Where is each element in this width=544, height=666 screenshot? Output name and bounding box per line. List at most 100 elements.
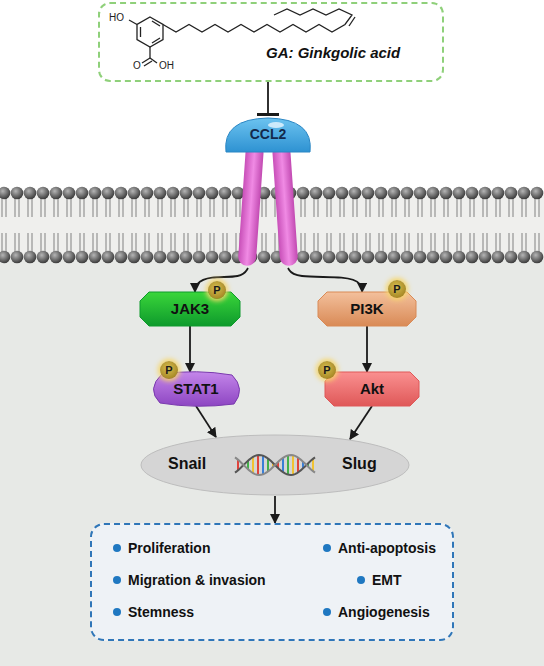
- lipid-head: [50, 251, 63, 264]
- node-label: GA: Ginkgolic acid: [266, 44, 400, 62]
- lipid-head: [414, 251, 427, 264]
- lipid-head: [115, 187, 128, 200]
- node-label: Akt: [360, 380, 384, 398]
- phospho-mark: P: [208, 281, 226, 299]
- compound-box: GA: Ginkgolic acid: [98, 2, 444, 82]
- signal-arrow: [350, 406, 372, 439]
- lipid-head: [531, 251, 544, 264]
- lipid-head: [63, 187, 76, 200]
- node-label: STAT1: [173, 380, 218, 398]
- signal-arrow: [274, 496, 276, 523]
- node-label: Snail: [168, 455, 206, 473]
- signal-arrow: [288, 268, 362, 292]
- lipid-head: [466, 187, 479, 200]
- phospho-mark: P: [160, 361, 178, 379]
- receptor-helix: [272, 143, 298, 266]
- lipid-head: [440, 251, 453, 264]
- text-slot: Anti-apoptosis: [338, 539, 436, 557]
- lipid-head: [89, 251, 102, 264]
- lipid-head: [388, 187, 401, 200]
- lipid-head: [0, 251, 10, 264]
- lipid-head: [375, 187, 388, 200]
- dna-rung: [267, 459, 269, 472]
- lipid-head: [193, 187, 206, 200]
- lipid-head: [336, 251, 349, 264]
- lipid-head: [258, 251, 271, 264]
- lipid-head: [349, 187, 362, 200]
- lipid-head: [128, 251, 141, 264]
- outcome-item: Migration & invasion: [128, 571, 266, 589]
- outcome-item: Stemness: [128, 603, 194, 621]
- lipid-head: [141, 187, 154, 200]
- lipid-head: [180, 187, 193, 200]
- dna-rung: [252, 457, 254, 473]
- lipid-head: [154, 251, 167, 264]
- dna-rung: [297, 458, 299, 473]
- receptor-shape: CCL2: [222, 116, 314, 268]
- text-slot: Stemness: [128, 603, 194, 621]
- lipid-head: [414, 187, 427, 200]
- protein-shape: [325, 372, 419, 406]
- lipid-bilayer: [0, 187, 543, 264]
- lipid-head: [323, 187, 336, 200]
- phospho-mark: P: [318, 361, 336, 379]
- outcome-box: ProliferationAnti-apoptosisMigration & i…: [90, 523, 454, 641]
- dna-strand: [235, 455, 315, 475]
- outcome-item: Anti-apoptosis: [338, 539, 436, 557]
- lipid-head: [401, 251, 414, 264]
- lipid-head: [11, 251, 24, 264]
- dna-rung: [262, 456, 264, 475]
- signal-arrow: [196, 406, 216, 437]
- receptor-helix: [238, 143, 264, 266]
- ligand-cap: [226, 118, 311, 152]
- text-slot: GA: Ginkgolic acid: [266, 44, 400, 62]
- nucleus-ellipse: [141, 435, 409, 495]
- atom-label: O: [133, 60, 141, 72]
- node-label: Slug: [342, 455, 377, 473]
- outcome-item: EMT: [372, 571, 402, 589]
- protein-shape: [140, 292, 240, 326]
- lipid-head: [531, 187, 544, 200]
- lipid-head: [375, 251, 388, 264]
- lipid-head: [440, 187, 453, 200]
- lipid-head: [89, 187, 102, 200]
- lipid-head: [453, 187, 466, 200]
- lipid-head: [37, 187, 50, 200]
- lipid-head: [349, 251, 362, 264]
- text-slot: Migration & invasion: [128, 571, 266, 589]
- lipid-head: [206, 251, 219, 264]
- lipid-head: [401, 187, 414, 200]
- lipid-head: [297, 187, 310, 200]
- lipid-head: [518, 187, 531, 200]
- kinase-octagon: JAK3: [140, 292, 240, 326]
- kinase-octagon: Akt: [325, 372, 419, 406]
- lipid-head: [24, 251, 37, 264]
- lipid-head: [102, 187, 115, 200]
- dna-rung: [282, 458, 284, 472]
- node-label: JAK3: [171, 300, 209, 318]
- node-label: PI3K: [350, 300, 383, 318]
- signal-arrow: [189, 326, 191, 372]
- atom-label: OH: [159, 60, 174, 72]
- dna-rung: [287, 455, 289, 474]
- dna-strand: [235, 455, 315, 475]
- nucleus-ellipse: Snail Slug: [140, 434, 410, 496]
- atom-label: HO: [109, 12, 124, 24]
- lipid-head: [50, 187, 63, 200]
- signal-arrow: [366, 326, 368, 372]
- text-slot: Angiogenesis: [338, 603, 430, 621]
- kinase-octagon: PI3K: [318, 292, 416, 326]
- lipid-head: [219, 187, 232, 200]
- lipid-head: [24, 187, 37, 200]
- dna-rung: [257, 455, 259, 475]
- text-slot: EMT: [372, 571, 402, 589]
- phospho-mark: P: [388, 280, 406, 298]
- lipid-head: [310, 251, 323, 264]
- lipid-head: [427, 187, 440, 200]
- lipid-head: [206, 187, 219, 200]
- lipid-head: [518, 251, 531, 264]
- lipid-head: [115, 251, 128, 264]
- lipid-head: [37, 251, 50, 264]
- lipid-head: [297, 251, 310, 264]
- lipid-head: [492, 251, 505, 264]
